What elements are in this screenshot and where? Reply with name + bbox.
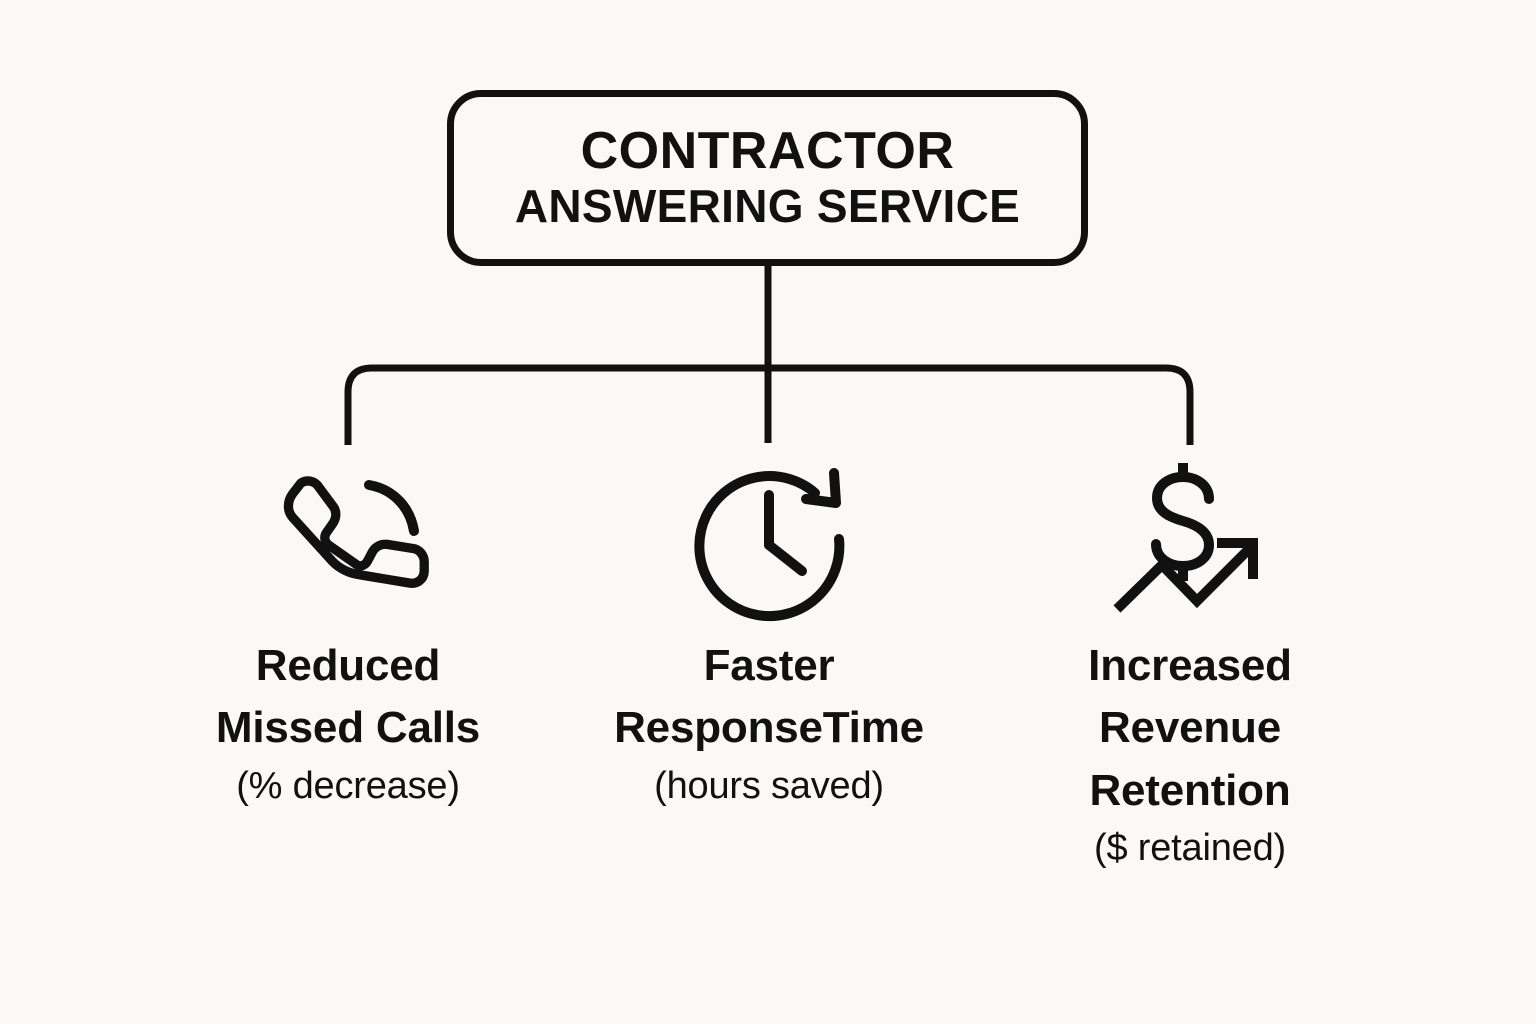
branch-subtitle: (% decrease) xyxy=(236,764,460,807)
branch-subtitle: (hours saved) xyxy=(654,764,884,807)
phone-handset-icon xyxy=(283,476,429,588)
branch-labels: Faster ResponseTime (hours saved) xyxy=(599,635,939,814)
connector-distribution-bar xyxy=(344,364,1194,445)
branch-faster-response-time: Faster ResponseTime (hours saved) xyxy=(599,455,939,814)
branch-increased-revenue-retention: Increased Revenue Retention ($ retained) xyxy=(1020,455,1360,876)
branch-title-line-2: Revenue xyxy=(1098,703,1281,753)
branch-reduced-missed-calls: Reduced Missed Calls (% decrease) xyxy=(178,455,518,814)
branch-title-line-1: Increased xyxy=(1088,641,1292,690)
root-title-line-2: ANSWERING SERVICE xyxy=(514,180,1021,233)
branch-title-line-1: Faster xyxy=(703,641,835,690)
root-title-line-1: CONTRACTOR xyxy=(580,122,955,181)
dollar-growth-arrow-icon xyxy=(1113,463,1258,613)
branch-title-line-3: Retention xyxy=(1089,765,1291,815)
branch-labels: Increased Revenue Retention ($ retained) xyxy=(1020,635,1360,876)
branch-subtitle: ($ retained) xyxy=(1094,827,1286,870)
branch-title-line-1: Reduced xyxy=(255,641,441,690)
root-node: CONTRACTOR ANSWERING SERVICE xyxy=(447,90,1088,266)
branch-title-line-2: Missed Calls xyxy=(215,703,481,753)
branch-labels: Reduced Missed Calls (% decrease) xyxy=(178,635,518,814)
clock-rotate-icon xyxy=(694,468,845,622)
branch-title-line-2: ResponseTime xyxy=(614,703,924,753)
